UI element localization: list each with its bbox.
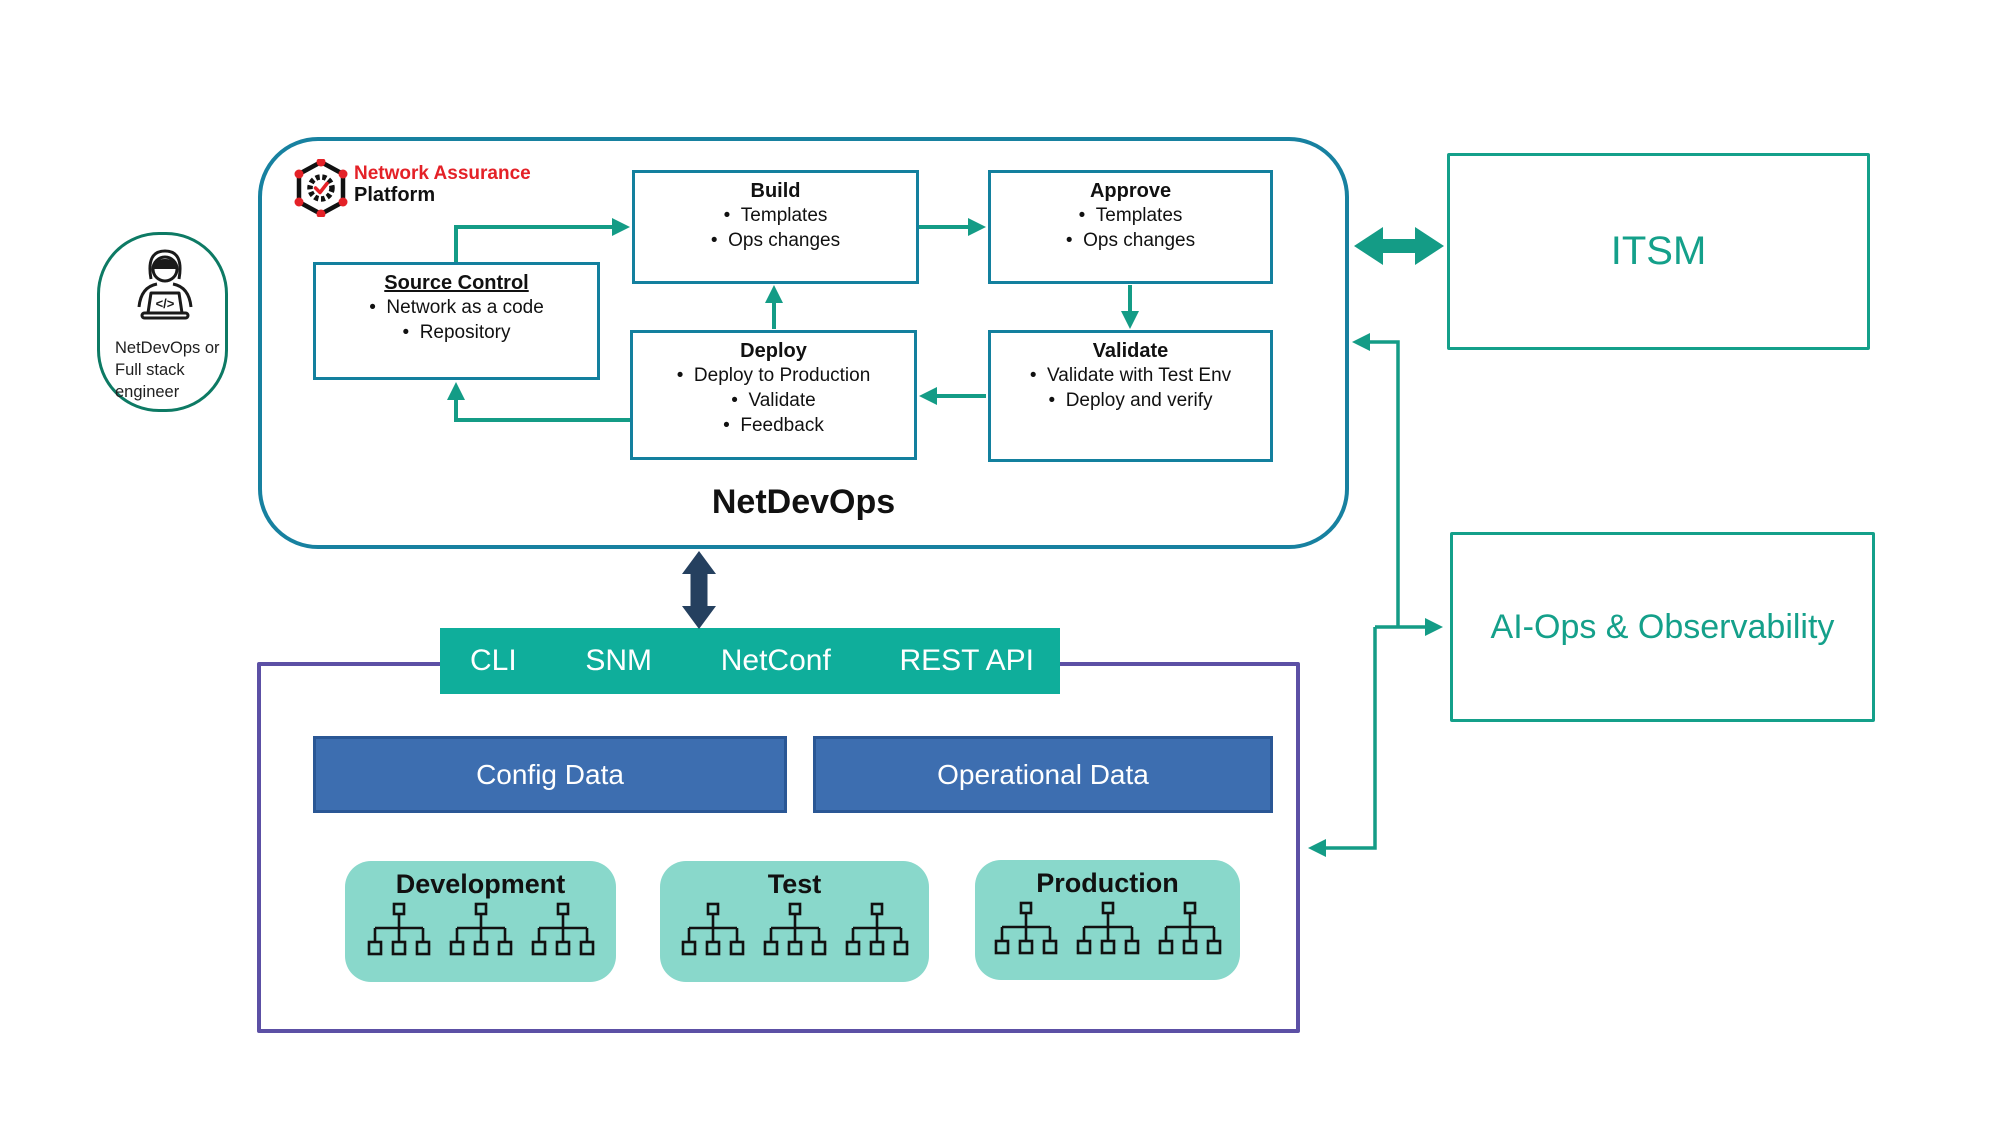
- operational-data-label: Operational Data: [937, 758, 1149, 790]
- validate-title: Validate: [1092, 340, 1169, 362]
- network-tree-icons: [975, 901, 1240, 959]
- source-control-bullet: Network as a code: [316, 295, 597, 320]
- aiops-label: AI-Ops & Observability: [1490, 607, 1835, 646]
- deploy-bullet: Validate: [633, 388, 914, 413]
- validate-bullet: Validate with Test Env: [991, 363, 1270, 388]
- build-bullet: Templates: [635, 203, 916, 228]
- person-at-laptop-icon: </>: [137, 249, 193, 320]
- netdevops-protocol-double-arrow: [682, 551, 716, 629]
- deploy-bullet: Feedback: [633, 413, 914, 438]
- itsm-label: ITSM: [1610, 229, 1707, 273]
- approve-bullet: Templates: [991, 203, 1270, 228]
- operational-data-box: Operational Data: [813, 736, 1273, 813]
- logo-subtitle: Platform: [354, 184, 436, 207]
- engineer-pill: </> NetDevOps or Full stack engineer: [97, 232, 228, 412]
- network-tree-icon: [680, 902, 746, 960]
- network-tree-icon: [1075, 901, 1141, 959]
- protocol-bar: CLI SNM NetConf REST API: [440, 628, 1060, 694]
- network-tree-icons: [660, 902, 929, 960]
- network-tree-icon: [530, 902, 596, 960]
- source-control-bullet: Repository: [316, 320, 597, 345]
- aiops-observability-box: AI-Ops & Observability: [1450, 532, 1875, 722]
- source-control-title: Source Control: [384, 272, 529, 294]
- validate-box: Validate Validate with Test Env Deploy a…: [988, 330, 1273, 462]
- network-assurance-logo-icon: [294, 159, 348, 217]
- build-title: Build: [750, 180, 801, 202]
- deploy-title: Deploy: [740, 340, 807, 362]
- itsm-double-arrow: [1354, 227, 1444, 265]
- build-box: Build Templates Ops changes: [632, 170, 919, 284]
- netdevops-label: NetDevOps: [711, 483, 896, 521]
- source-control-box: Source Control Network as a code Reposit…: [313, 262, 600, 380]
- approve-box: Approve Templates Ops changes: [988, 170, 1273, 284]
- network-tree-icon: [993, 901, 1059, 959]
- production-label: Production: [1036, 868, 1179, 898]
- engineer-label: NetDevOps or Full stack engineer: [115, 339, 220, 401]
- protocol-rest-api: REST API: [899, 644, 1034, 677]
- connector-to-netdevops: [1368, 340, 1400, 627]
- network-tree-icons: [345, 902, 616, 960]
- validate-bullet: Deploy and verify: [991, 388, 1270, 413]
- protocol-netconf: NetConf: [720, 644, 831, 677]
- network-tree-icon: [448, 902, 514, 960]
- environment-development: Development: [345, 861, 616, 982]
- network-assurance-platform-title: Network Assurance Platform: [354, 163, 531, 207]
- network-tree-icon: [1157, 901, 1223, 959]
- approve-title: Approve: [1089, 180, 1172, 202]
- itsm-box: ITSM: [1447, 153, 1870, 350]
- network-tree-icon: [844, 902, 910, 960]
- network-tree-icon: [366, 902, 432, 960]
- development-label: Development: [395, 869, 566, 899]
- deploy-box: Deploy Deploy to Production Validate Fee…: [630, 330, 917, 460]
- environment-test: Test: [660, 861, 929, 982]
- build-bullet: Ops changes: [635, 228, 916, 253]
- approve-bullet: Ops changes: [991, 228, 1270, 253]
- connector-to-infrastructure: [1323, 627, 1377, 850]
- protocol-snm: SNM: [585, 644, 653, 677]
- protocol-cli: CLI: [470, 644, 517, 677]
- logo-title: Network Assurance: [354, 163, 531, 184]
- code-glyph: </>: [156, 296, 175, 311]
- network-tree-icon: [762, 902, 828, 960]
- deploy-bullet: Deploy to Production: [633, 363, 914, 388]
- config-data-box: Config Data: [313, 736, 787, 813]
- test-label: Test: [767, 869, 822, 899]
- environment-production: Production: [975, 860, 1240, 980]
- config-data-label: Config Data: [476, 758, 624, 790]
